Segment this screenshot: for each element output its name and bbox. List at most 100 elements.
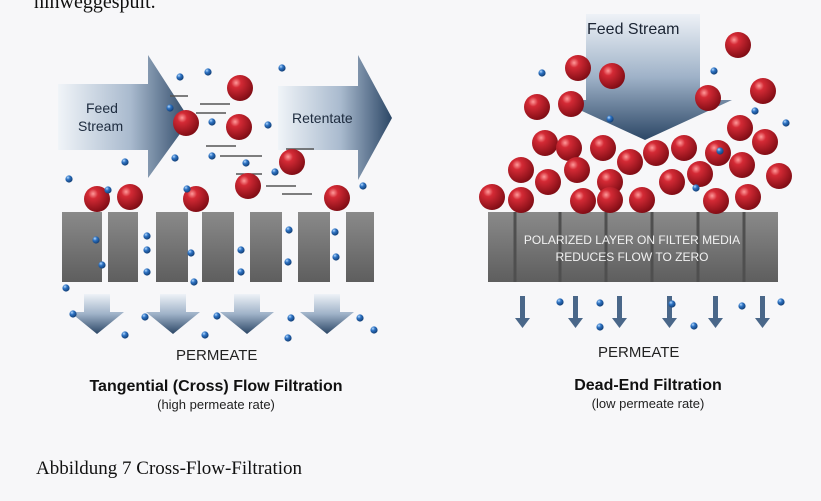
large-particle xyxy=(597,169,623,195)
small-particle xyxy=(121,331,129,339)
right-panel: Feed Stream POLARIZED LAYER ON FILTER ME… xyxy=(488,14,778,411)
large-particle xyxy=(750,78,776,104)
large-particle xyxy=(565,55,591,81)
right-membrane xyxy=(488,212,778,282)
large-particle xyxy=(479,184,505,210)
large-particle xyxy=(508,157,534,183)
large-particle xyxy=(599,63,625,89)
small-particle xyxy=(92,236,100,244)
large-particle xyxy=(695,85,721,111)
small-particle xyxy=(782,119,790,127)
large-particle xyxy=(659,169,685,195)
small-particle xyxy=(208,152,216,160)
small-particle xyxy=(606,115,614,123)
large-particle xyxy=(671,135,697,161)
small-particle xyxy=(69,310,77,318)
small-particle xyxy=(166,104,174,112)
small-particle xyxy=(65,175,73,183)
large-particle xyxy=(226,114,252,140)
small-particle xyxy=(285,226,293,234)
small-particle xyxy=(271,168,279,176)
large-particle xyxy=(556,135,582,161)
large-particle xyxy=(727,115,753,141)
small-particle xyxy=(201,331,209,339)
flow-lines xyxy=(170,95,314,195)
membrane-text-line2: REDUCES FLOW TO ZERO xyxy=(556,250,709,264)
feed-stream-label-line2: Stream xyxy=(78,118,123,134)
small-particle xyxy=(62,284,70,292)
particles xyxy=(62,32,792,342)
large-particle xyxy=(173,110,199,136)
small-particle xyxy=(121,158,129,166)
small-particle xyxy=(596,323,604,331)
left-panel-title: Tangential (Cross) Flow Filtration xyxy=(89,378,342,395)
left-permeate-label: PERMEATE xyxy=(176,347,257,364)
small-particle xyxy=(370,326,378,334)
small-particle xyxy=(692,184,700,192)
small-particle xyxy=(264,121,272,129)
membrane-pores xyxy=(513,212,746,282)
small-particle xyxy=(190,278,198,286)
small-particle xyxy=(183,185,191,193)
small-particle xyxy=(208,118,216,126)
small-particle xyxy=(777,298,785,306)
small-particle xyxy=(176,73,184,81)
feed-stream-label-top: Feed Stream xyxy=(587,21,679,38)
large-particle xyxy=(703,188,729,214)
large-particle xyxy=(687,161,713,187)
small-particle xyxy=(237,268,245,276)
small-particle xyxy=(204,68,212,76)
large-particle xyxy=(752,129,778,155)
small-particle xyxy=(143,246,151,254)
large-particle xyxy=(279,149,305,175)
small-particle xyxy=(284,334,292,342)
figure-caption: Abbildung 7 Cross-Flow-Filtration xyxy=(36,458,303,479)
right-permeate-label: PERMEATE xyxy=(598,344,679,361)
large-particle xyxy=(617,149,643,175)
large-particle xyxy=(766,163,792,189)
top-text: hinweggespült. xyxy=(34,0,156,13)
left-membrane xyxy=(62,212,374,282)
small-particle xyxy=(596,299,604,307)
small-particle xyxy=(556,298,564,306)
small-particle xyxy=(143,232,151,240)
small-particle xyxy=(143,268,151,276)
feed-stream-arrow-down xyxy=(558,14,732,140)
small-particle xyxy=(738,302,746,310)
small-particle xyxy=(668,300,676,308)
large-particle xyxy=(629,187,655,213)
small-particle xyxy=(104,186,112,194)
large-particle xyxy=(725,32,751,58)
large-particle xyxy=(524,94,550,120)
feed-stream-arrow xyxy=(58,55,190,178)
large-particle xyxy=(117,184,143,210)
left-panel-subtitle: (high permeate rate) xyxy=(157,397,275,412)
small-particle xyxy=(538,69,546,77)
large-particle xyxy=(590,135,616,161)
small-particle xyxy=(332,253,340,261)
large-particle xyxy=(570,188,596,214)
retentate-label: Retentate xyxy=(292,110,353,126)
right-panel-subtitle: (low permeate rate) xyxy=(592,396,705,411)
small-particle xyxy=(187,249,195,257)
large-particle xyxy=(564,157,590,183)
small-particle xyxy=(710,67,718,75)
small-particle xyxy=(141,313,149,321)
small-particle xyxy=(751,107,759,115)
left-panel: Feed Stream Retentate xyxy=(58,55,392,412)
right-permeate-arrows xyxy=(515,296,770,328)
large-particle xyxy=(508,187,534,213)
small-particle xyxy=(213,312,221,320)
small-particle xyxy=(287,314,295,322)
small-particle xyxy=(359,182,367,190)
large-particle xyxy=(643,140,669,166)
small-particle xyxy=(237,246,245,254)
large-particle xyxy=(183,186,209,212)
small-particle xyxy=(716,147,724,155)
small-particle xyxy=(278,64,286,72)
small-particle xyxy=(98,261,106,269)
large-particle xyxy=(597,187,623,213)
large-particle xyxy=(324,185,350,211)
membrane-text-line1: POLARIZED LAYER ON FILTER MEDIA xyxy=(524,233,740,247)
